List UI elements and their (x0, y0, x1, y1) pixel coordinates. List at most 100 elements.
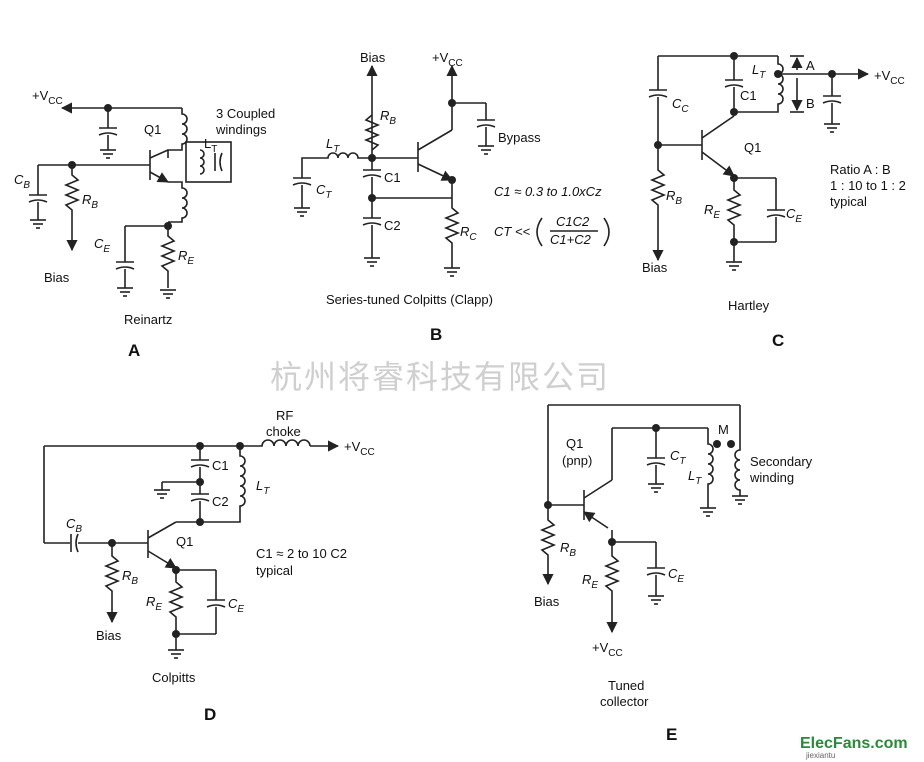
logo-subtext: jiexiantu (805, 751, 835, 760)
svg-text:RE: RE (178, 248, 194, 267)
panel-a-windings-label: windings (215, 122, 267, 137)
panel-d-note-line1: C1 ≈ 2 to 10 C2 (256, 546, 347, 561)
svg-text:CT: CT (316, 182, 332, 201)
panel-b-vcc-sub: CC (448, 58, 462, 69)
panel-d-vcc-sub: CC (360, 447, 374, 458)
site-logo: ElecFans.com jiexiantu (800, 735, 908, 760)
panel-c-labels: +VCC CC LT C1 Q1 RB RE CE Bias A B Ratio… (642, 58, 906, 350)
svg-text:+VCC: +VCC (344, 439, 375, 458)
panel-e-lt-label: L (688, 468, 695, 483)
panel-c-cc-sub: C (681, 104, 689, 115)
panel-a-letter: A (128, 341, 140, 360)
panel-a-lt-label: L (204, 136, 211, 151)
svg-text:RB: RB (560, 540, 576, 559)
panel-d-bias-label: Bias (96, 628, 122, 643)
panel-c-a-label: A (806, 58, 815, 73)
panel-b-caption: Series-tuned Colpitts (Clapp) (326, 292, 493, 307)
svg-text:+VCC: +VCC (32, 88, 63, 107)
svg-text:CE: CE (668, 566, 684, 585)
svg-text:LT: LT (256, 478, 270, 497)
panel-c-caption: Hartley (728, 298, 770, 313)
panel-b-rc-label: R (460, 224, 469, 239)
panel-d-re-label: R (146, 594, 155, 609)
panel-b-ct-sub: T (325, 190, 332, 201)
panel-e-re-sub: E (591, 580, 598, 591)
panel-d-c2-label: C2 (212, 494, 229, 509)
panel-b-eq2-lhs: CT << (494, 224, 531, 239)
panel-a-re-label: R (178, 248, 187, 263)
panel-b-lt-sub: T (333, 144, 340, 155)
panel-d-caption: Colpitts (152, 670, 196, 685)
svg-text:LT: LT (752, 62, 766, 81)
panel-a-bias-label: Bias (44, 270, 70, 285)
panel-a-re-sub: E (187, 256, 194, 267)
panel-b-ct-label: C (316, 182, 326, 197)
panel-b-bias-label: Bias (360, 50, 386, 65)
panel-b-lt-label: L (326, 136, 333, 151)
panel-b-labels: Bias +VCC RB LT CT C1 C2 RC Bypass C1 ≈ … (316, 50, 602, 344)
svg-text:RE: RE (582, 572, 598, 591)
panel-b-bypass-label: Bypass (498, 130, 541, 145)
panel-a-vcc-label: +V (32, 88, 49, 103)
panel-b-eq1: C1 ≈ 0.3 to 1.0xCz (494, 184, 602, 199)
panel-e-tuned-collector (539, 404, 749, 634)
panel-c-rb-sub: B (675, 196, 682, 207)
panel-a-ce-label: C (94, 236, 104, 251)
panel-b-rc-sub: C (469, 232, 477, 243)
panel-e-pnp-label: (pnp) (562, 453, 592, 468)
panel-d-cb-label: C (66, 516, 76, 531)
panel-a-cb-label: C (14, 172, 24, 187)
panel-c-ce-label: C (786, 206, 796, 221)
panel-e-rb-sub: B (569, 548, 576, 559)
panel-c-ratio-line1: Ratio A : B (830, 162, 891, 177)
svg-text:+VCC: +VCC (592, 640, 623, 659)
panel-e-vcc-label: +V (592, 640, 609, 655)
panel-d-lt-label: L (256, 478, 263, 493)
panel-b-clapp (292, 64, 610, 277)
svg-text:CE: CE (786, 206, 802, 225)
panel-c-bias-label: Bias (642, 260, 668, 275)
panel-b-eq2-num: C1C2 (556, 214, 590, 229)
panel-a-caption: Reinartz (124, 312, 172, 327)
svg-text:CC: CC (672, 96, 689, 115)
svg-text:CE: CE (228, 596, 244, 615)
panel-b-rb-sub: B (389, 116, 396, 127)
panel-d-colpitts (43, 439, 340, 659)
panel-e-ct-sub: T (679, 456, 686, 467)
panel-c-b-label: B (806, 96, 815, 111)
panel-b-eq2-den: C1+C2 (550, 232, 592, 247)
panel-e-re-label: R (582, 572, 591, 587)
svg-text:RE: RE (704, 202, 720, 221)
panel-d-ce-label: C (228, 596, 238, 611)
svg-text:+VCC: +VCC (432, 50, 463, 69)
panel-c-ce-sub: E (795, 214, 802, 225)
panel-d-vcc-label: +V (344, 439, 361, 454)
svg-text:RB: RB (82, 192, 98, 211)
panel-d-q1-label: Q1 (176, 534, 193, 549)
panel-a-rb-sub: B (91, 200, 98, 211)
panel-c-re-sub: E (713, 210, 720, 221)
svg-text:CB: CB (66, 516, 82, 535)
panel-c-cc-label: C (672, 96, 682, 111)
panel-c-ratio-line2: 1 : 10 to 1 : 2 (830, 178, 906, 193)
panel-c-rb-label: R (666, 188, 675, 203)
panel-b-c1-label: C1 (384, 170, 401, 185)
panel-c-hartley (648, 52, 870, 271)
panel-d-rf-label: RF (276, 408, 293, 423)
panel-e-vcc-sub: CC (608, 648, 622, 659)
panel-c-lt-label: L (752, 62, 759, 77)
panel-d-cb-sub: B (75, 524, 82, 535)
logo-text: ElecFans.com (800, 735, 908, 752)
panel-d-c1-label: C1 (212, 458, 229, 473)
svg-text:LT: LT (326, 136, 340, 155)
panel-a-coupled-label: 3 Coupled (216, 106, 275, 121)
panel-d-rb-sub: B (131, 576, 138, 587)
panel-e-caption-line1: Tuned (608, 678, 644, 693)
panel-e-ce-sub: E (677, 574, 684, 585)
svg-text:RB: RB (122, 568, 138, 587)
panel-a-reinartz (28, 102, 232, 299)
panel-c-vcc-sub: CC (890, 76, 904, 87)
panel-c-letter: C (772, 331, 784, 350)
panel-d-letter: D (204, 705, 216, 724)
